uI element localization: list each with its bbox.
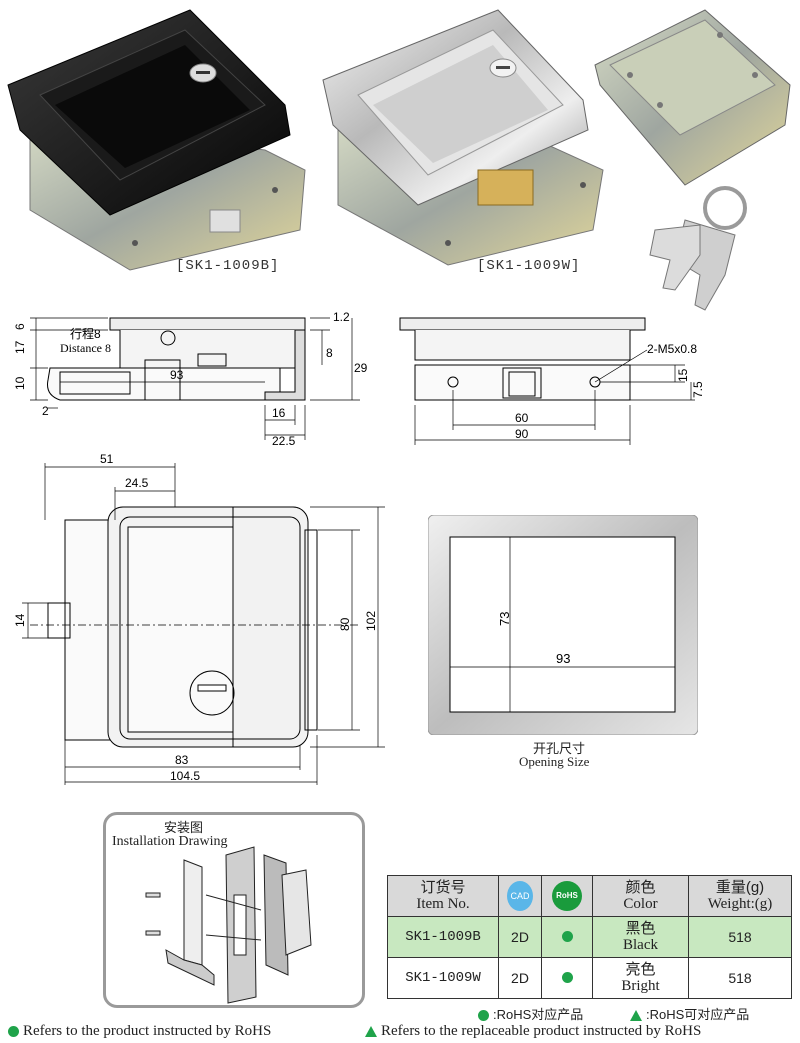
dim-front-14: 14 [13, 613, 27, 627]
cell-rohs [541, 916, 593, 958]
dim-side-22-5: 22.5 [272, 434, 296, 448]
dim-side-8: 8 [326, 346, 333, 360]
cell-item: SK1-1009W [387, 957, 499, 999]
installation-title-en: Installation Drawing [112, 834, 228, 849]
header-cad: CAD [498, 875, 542, 917]
photo-mounting-bracket [590, 5, 795, 190]
caption-black: [SK1-1009B] [176, 258, 280, 274]
cad-icon: CAD [507, 881, 533, 911]
photo-bright-latch [318, 5, 608, 270]
cell-color: 亮色 Bright [592, 957, 689, 999]
dim-side-2: 2 [42, 404, 49, 418]
dim-side-6: 6 [13, 323, 27, 330]
dim-rear-60: 60 [515, 411, 529, 425]
table-row: SK1-1009W 2D 亮色 Bright 518 [387, 957, 792, 999]
header-item-no: 订货号 Item No. [387, 875, 499, 917]
rohs-icon: RoHS [552, 881, 582, 911]
cell-color: 黑色 Black [592, 916, 689, 958]
dim-front-51: 51 [100, 452, 114, 466]
opening-size-label-cn: 开孔尺寸 [533, 741, 586, 756]
rohs-dot-icon [561, 931, 573, 942]
dim-front-83: 83 [175, 753, 189, 767]
table-row: SK1-1009B 2D 黑色 Black 518 [387, 916, 792, 958]
travel-label-en: Distance 8 [60, 341, 111, 355]
cell-cad: 2D [498, 957, 542, 999]
dim-opening-73: 73 [497, 612, 512, 626]
dim-front-80: 80 [338, 617, 352, 631]
installation-panel: 安装图 Installation Drawing [103, 812, 365, 1008]
note-replace-en: Refers to the replaceable product instru… [365, 1023, 701, 1040]
opening-size-label-en: Opening Size [519, 754, 590, 769]
dim-front-102: 102 [364, 611, 378, 631]
green-dot-icon [8, 1026, 19, 1038]
photo-keys [645, 180, 755, 320]
note-rohs-cn: :RoHS对应产品 [478, 1004, 583, 1023]
dim-rear-90: 90 [515, 427, 529, 441]
cell-weight: 518 [688, 957, 792, 999]
dim-side-29: 29 [354, 361, 368, 375]
header-rohs: RoHS [541, 875, 593, 917]
dim-rear-7-5: 7.5 [691, 381, 705, 398]
header-color: 颜色 Color [592, 875, 689, 917]
dim-side-16: 16 [272, 406, 286, 420]
thread-spec: 2-M5x0.8 [647, 342, 697, 356]
dim-side-10: 10 [13, 376, 27, 390]
dim-opening-93: 93 [556, 651, 570, 666]
green-triangle-icon [630, 1010, 642, 1022]
cell-rohs [541, 957, 593, 999]
cell-item: SK1-1009B [387, 916, 499, 958]
side-view-drawing: 6 17 10 2 1.2 8 29 16 22.5 93 行程8 Distan… [0, 300, 370, 450]
note-replace-cn: :RoHS可对应产品 [630, 1004, 749, 1023]
dim-rear-15: 15 [676, 368, 690, 382]
caption-bright: [SK1-1009W] [477, 258, 581, 274]
cell-weight: 518 [688, 916, 792, 958]
dim-side-17: 17 [13, 340, 27, 354]
note-rohs-en: Refers to the product instructed by RoHS [8, 1023, 271, 1040]
front-view-drawing: 51 24.5 14 80 102 83 104.5 [0, 445, 400, 790]
dim-side-1-2: 1.2 [333, 310, 350, 324]
header-weight: 重量(g) Weight:(g) [688, 875, 792, 917]
rear-view-drawing: 2-M5x0.8 15 7.5 60 90 [385, 300, 715, 450]
opening-size-drawing: 73 93 [427, 514, 699, 736]
table-header-row: 订货号 Item No. CAD RoHS 颜色 Color 重量(g) Wei… [387, 875, 792, 917]
dim-front-24-5: 24.5 [125, 476, 149, 490]
rohs-dot-icon [561, 972, 573, 983]
dim-front-104-5: 104.5 [170, 769, 200, 783]
dim-side-93: 93 [170, 368, 184, 382]
green-triangle-icon [365, 1026, 377, 1038]
travel-label-cn: 行程8 [70, 326, 101, 341]
green-dot-icon [478, 1010, 489, 1022]
photo-black-latch [0, 0, 310, 275]
cell-cad: 2D [498, 916, 542, 958]
spec-table: 订货号 Item No. CAD RoHS 颜色 Color 重量(g) Wei… [387, 875, 792, 999]
installation-title-cn: 安装图 [164, 820, 204, 835]
